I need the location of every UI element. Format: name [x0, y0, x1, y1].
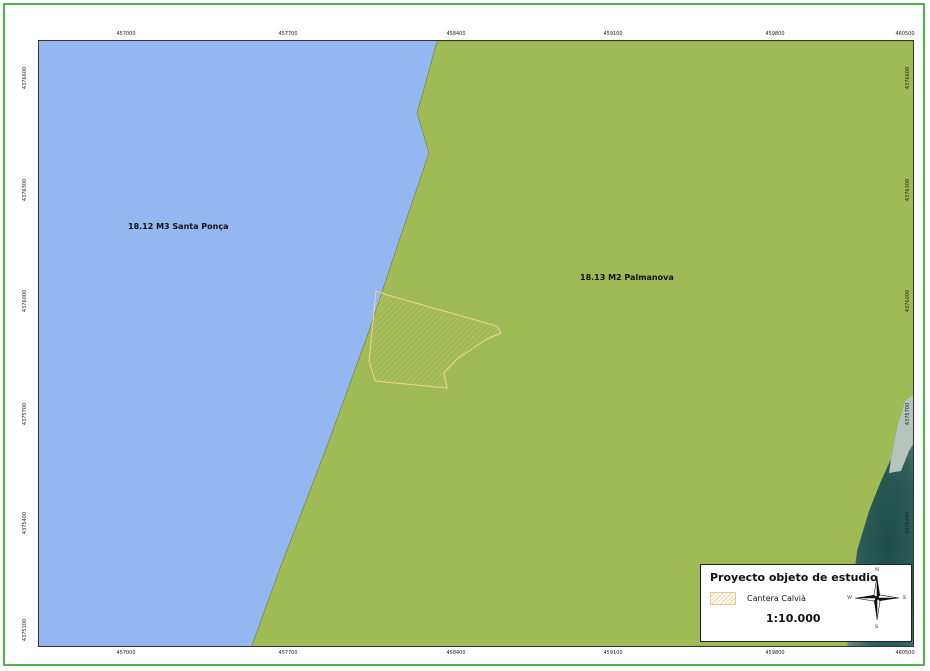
- map-svg: [39, 41, 913, 646]
- grid-x-label-bottom: 460500: [895, 650, 915, 656]
- compass-s: S: [875, 624, 879, 630]
- quarry-swatch: [710, 592, 736, 605]
- legend-title: Proyecto objeto de estudio: [710, 571, 878, 584]
- grid-y-label-right: 4376000: [905, 289, 912, 313]
- grid-y-label-left: 4375700: [22, 402, 29, 426]
- compass-n: N: [875, 567, 880, 573]
- grid-x-label-top: 459800: [765, 31, 785, 37]
- grid-y-label-right: 4375400: [905, 511, 912, 535]
- grid-y-label-left: 4375400: [22, 511, 29, 535]
- grid-x-label-bottom: 459100: [603, 650, 623, 656]
- grid-x-label-top: 460500: [895, 31, 915, 37]
- legend-item-label: Cantera Calvià: [747, 594, 806, 603]
- zone-palmanova-area: [251, 41, 913, 646]
- grid-y-label-left: 4376000: [22, 289, 29, 313]
- grid-y-label-left: 4376300: [22, 178, 29, 202]
- compass-w: W: [847, 595, 853, 601]
- map-canvas[interactable]: [38, 40, 914, 647]
- grid-y-label-right: 4376300: [905, 178, 912, 202]
- zone-label-palmanova: 18.13 M2 Palmanova: [580, 273, 674, 282]
- grid-x-label-top: 457000: [116, 31, 136, 37]
- quarry-calvia-polygon: [368, 290, 502, 389]
- grid-x-label-top: 458400: [446, 31, 466, 37]
- map-legend: Proyecto objeto de estudio Cantera Calvi…: [700, 564, 912, 642]
- grid-x-label-bottom: 458400: [446, 650, 466, 656]
- grid-y-label-right: 4375700: [905, 402, 912, 426]
- compass-e: E: [903, 595, 907, 601]
- grid-y-label-right: 4376600: [905, 66, 912, 90]
- grid-x-label-top: 457700: [278, 31, 298, 37]
- grid-x-label-bottom: 457700: [278, 650, 298, 656]
- grid-x-label-bottom: 459800: [765, 650, 785, 656]
- scale-text: 1:10.000: [766, 612, 821, 625]
- zone-label-santa-ponca: 18.12 M3 Santa Ponça: [128, 222, 229, 231]
- aerial-coast: [889, 394, 913, 473]
- compass-rose-icon: N S E W: [847, 567, 907, 630]
- grid-y-label-left: 4375100: [22, 618, 29, 642]
- grid-x-label-top: 459100: [603, 31, 623, 37]
- grid-y-label-left: 4376600: [22, 66, 29, 90]
- grid-x-label-bottom: 457000: [116, 650, 136, 656]
